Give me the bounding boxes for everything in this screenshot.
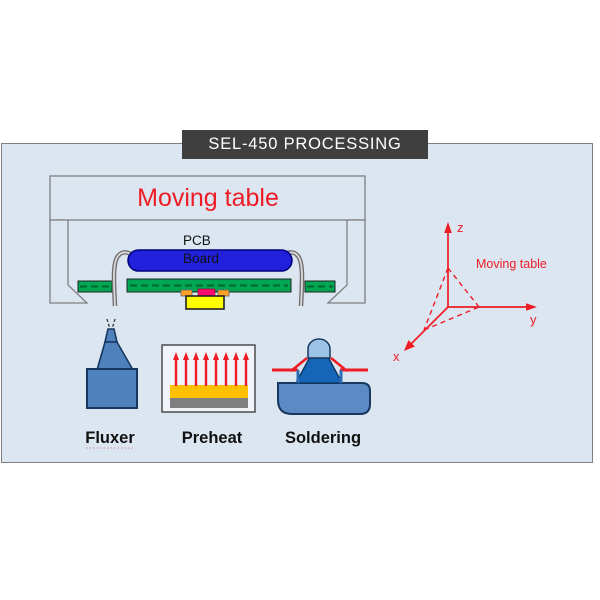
- pcb-label-line1: PCB: [183, 233, 211, 248]
- fixture: [180, 288, 230, 310]
- preheat-heater-bar: [170, 385, 248, 398]
- fixture-magenta-block: [197, 288, 216, 297]
- fixture-tab-left: [180, 289, 193, 297]
- pcb-board: [127, 249, 293, 272]
- title-bar: SEL-450 PROCESSING: [182, 130, 428, 159]
- axes-dash-zx: [423, 267, 449, 331]
- axis-z-label: z: [457, 220, 464, 235]
- soldering-dome: [307, 338, 331, 359]
- fluxer-nozzle-tip: [103, 328, 119, 343]
- soldering-label: Soldering: [285, 429, 361, 447]
- fluxer-spray-right-icon: [111, 318, 116, 330]
- fluxer-nozzle-cone: [95, 341, 135, 371]
- preheat-arrowheads-icon: [173, 352, 249, 360]
- station-fluxer: Fluxer: [85, 318, 138, 449]
- moving-table-title: Moving table: [137, 184, 279, 212]
- axis-x-arrow-icon: [404, 340, 415, 351]
- preheat-heat-arrows-icon: [174, 359, 248, 386]
- fixture-yellow-block: [185, 295, 225, 310]
- gantry-left-leg: [49, 219, 89, 304]
- gantry-right-leg: [326, 219, 366, 304]
- pcb-label-line2: Board: [183, 251, 219, 266]
- gantry-header: [49, 175, 366, 221]
- axis-x: [410, 306, 449, 345]
- axis-y-label: y: [530, 312, 537, 327]
- soldering-base: [277, 382, 371, 415]
- axes-caption: Moving table: [476, 257, 547, 271]
- fluxer-spray-left-icon: [106, 318, 111, 330]
- station-soldering: Soldering: [272, 338, 371, 447]
- fixture-tab-right: [217, 289, 230, 297]
- wire-clamp-left-highlight: [113, 251, 132, 307]
- fluxer-body: [86, 368, 138, 409]
- fluxer-label: Fluxer: [85, 429, 135, 447]
- axes: z y x Moving table: [393, 220, 547, 364]
- axis-x-label: x: [393, 349, 400, 364]
- axes-dash-zy: [447, 267, 480, 308]
- preheat-label: Preheat: [182, 429, 243, 447]
- page-title: SEL-450 PROCESSING: [208, 135, 402, 153]
- axes-dash-xy: [423, 306, 480, 331]
- station-preheat: Preheat: [161, 344, 256, 447]
- axis-z-arrow-icon: [444, 222, 452, 233]
- axis-y-arrow-icon: [526, 303, 537, 311]
- pcb-assembly: PCB Board: [111, 233, 305, 307]
- preheat-base-bar: [170, 398, 248, 408]
- gantry: Moving table: [49, 175, 366, 304]
- conveyor: [77, 278, 336, 293]
